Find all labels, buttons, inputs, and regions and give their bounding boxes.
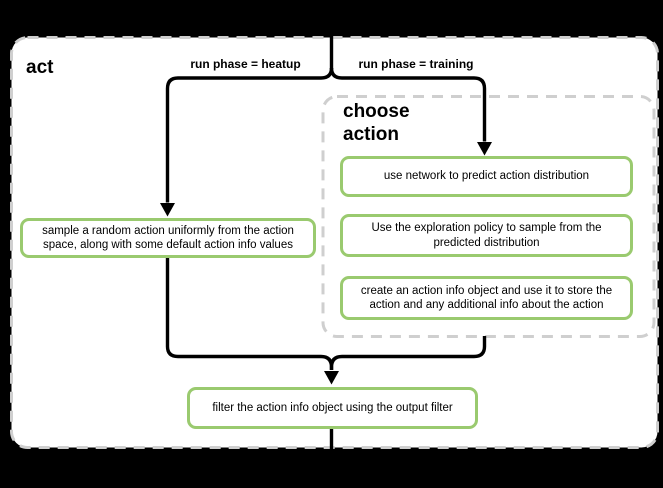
heatup-branch-line — [165, 67, 334, 203]
merge-right-line — [329, 336, 487, 370]
node-filter-output: filter the action info object using the … — [187, 387, 478, 429]
edge-label-training: run phase = training — [358, 57, 474, 71]
merge-arrowhead — [324, 371, 339, 385]
edge-label-heatup: run phase = heatup — [190, 57, 301, 71]
node-sample-random-action-label: sample a random action uniformly from th… — [42, 224, 294, 252]
act-title: act — [26, 57, 54, 78]
node-exploration-policy-label: Use the exploration policy to sample fro… — [371, 222, 602, 249]
node-use-network: use network to predict action distributi… — [340, 156, 633, 197]
heatup-arrowhead — [160, 203, 175, 217]
node-create-action-info-label: create an action info object and use it … — [360, 284, 613, 312]
node-exploration-policy: Use the exploration policy to sample fro… — [340, 214, 633, 257]
node-create-action-info: create an action info object and use it … — [340, 276, 633, 320]
choose-action-title: choose action — [343, 101, 410, 145]
training-arrowhead — [477, 142, 492, 156]
node-use-network-label: use network to predict action distributi… — [383, 170, 590, 183]
training-branch-line — [329, 67, 487, 142]
node-sample-random-action: sample a random action uniformly from th… — [20, 218, 316, 258]
node-filter-output-label: filter the action info object using the … — [212, 401, 453, 414]
